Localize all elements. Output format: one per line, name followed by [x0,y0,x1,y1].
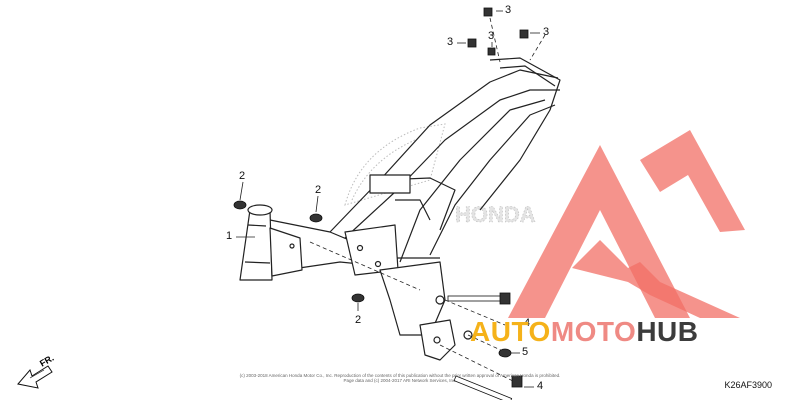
copyright-line-2: Page data and (c) 2004-2017 ARI Network … [343,378,457,384]
frame-body [239,17,561,383]
wordmark-moto: MOTO [550,316,637,347]
nut-icon [351,293,365,303]
watermark-logo [508,130,745,318]
long-bolt-icon [453,375,523,400]
watermark-wordmark: AUTOMOTOHUB [470,318,698,346]
copyright-notice: (c) 2003-2018 American Honda Motor Co., … [220,373,580,384]
wordmark-hub: HUB [636,316,699,347]
callout-4-upper-bolt: 4 [524,317,531,329]
nut-icon [233,200,247,210]
nut-icon [498,348,512,358]
callout-4-lower-bolt: 4 [537,380,544,392]
callout-5: 5 [522,346,529,358]
callout-2-headpipe-nut: 2 [239,170,246,182]
callout-1: 1 [226,230,233,242]
bolt-head-icon [483,7,493,17]
callout-3-middle: 3 [488,30,495,42]
callout-3-right: 3 [543,26,550,38]
diagram-part-code: K26AF3900 [724,380,772,390]
nut-icon [309,213,323,223]
bolt-head-icon [467,38,477,48]
bolt-head-icon [487,47,496,56]
callout-3-left: 3 [447,36,454,48]
copyright-line-1: (c) 2003-2018 American Honda Motor Co., … [239,373,561,378]
svg-text:HONDA: HONDA [455,202,536,227]
background-brand-mark: HONDA [344,123,536,227]
wordmark-auto: AUTO [470,316,551,347]
leader-lines [236,10,540,388]
callout-2-upper-nut: 2 [315,184,322,196]
front-direction-arrow-icon [17,365,53,389]
callout-3-top: 3 [505,4,512,16]
callout-2-lower-nut: 2 [355,314,362,326]
long-bolt-icon [447,292,511,305]
bolt-head-icon [519,29,529,39]
fasteners [233,7,529,400]
